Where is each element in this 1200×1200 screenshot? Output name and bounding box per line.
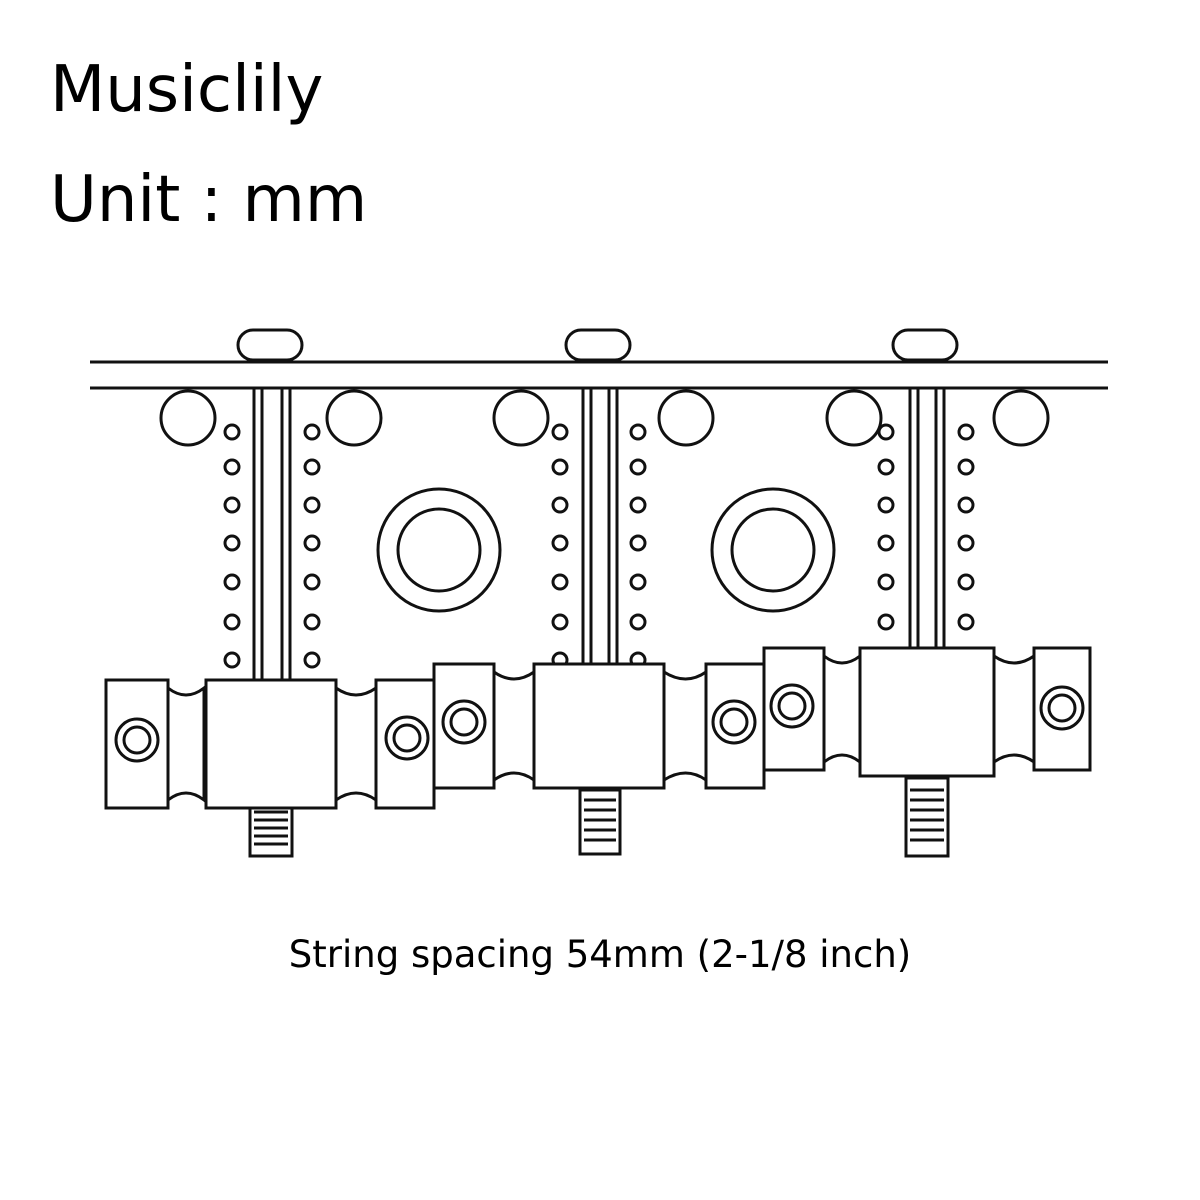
intonation-screws xyxy=(252,388,946,680)
saddle-pair-3 xyxy=(762,646,1092,858)
unit-label: Unit : mm xyxy=(50,163,368,237)
saddle-pair-1 xyxy=(104,678,436,858)
perforation-dot xyxy=(551,534,569,552)
perforation-dot xyxy=(957,573,975,591)
perforation-dot xyxy=(223,496,241,514)
perforation-dot xyxy=(877,613,895,631)
perforation-dot xyxy=(877,423,895,441)
perforation-dot xyxy=(877,534,895,552)
perforation-dot xyxy=(877,573,895,591)
perforation-dot xyxy=(629,496,647,514)
perforation-dot xyxy=(303,613,321,631)
perforation-dot xyxy=(629,613,647,631)
perforation-dot xyxy=(877,458,895,476)
perforation-dot xyxy=(223,534,241,552)
perforation-dot xyxy=(957,534,975,552)
perforation-dot xyxy=(223,458,241,476)
perforation-dot xyxy=(629,534,647,552)
perforation-dot xyxy=(223,573,241,591)
bridge-diagram xyxy=(90,328,1108,858)
string-through-holes xyxy=(223,423,975,669)
perforation-dot xyxy=(957,613,975,631)
perforation-dot xyxy=(877,496,895,514)
perforation-dot xyxy=(957,423,975,441)
string-spacing-caption: String spacing 54mm (2-1/8 inch) xyxy=(288,933,912,976)
perforation-dot xyxy=(223,423,241,441)
perforation-dot xyxy=(629,458,647,476)
perforation-dot xyxy=(303,534,321,552)
mounting-holes xyxy=(159,389,1050,447)
perforation-dot xyxy=(303,496,321,514)
perforation-dot xyxy=(303,573,321,591)
perforation-dot xyxy=(551,458,569,476)
perforation-dot xyxy=(957,496,975,514)
perforation-dot xyxy=(223,651,241,669)
perforation-dot xyxy=(629,423,647,441)
brand-title: Musiclily xyxy=(50,53,324,127)
perforation-dot xyxy=(957,458,975,476)
ferrule-holes xyxy=(376,487,836,613)
perforation-dot xyxy=(629,573,647,591)
perforation-dot xyxy=(551,613,569,631)
perforation-dot xyxy=(551,423,569,441)
perforation-dot xyxy=(303,423,321,441)
perforation-dot xyxy=(223,613,241,631)
rail-tabs xyxy=(236,328,959,362)
perforation-dot xyxy=(303,651,321,669)
saddle-pair-2 xyxy=(432,662,766,856)
perforation-dot xyxy=(551,573,569,591)
top-rail xyxy=(90,360,1108,390)
perforation-dot xyxy=(551,496,569,514)
perforation-dot xyxy=(303,458,321,476)
